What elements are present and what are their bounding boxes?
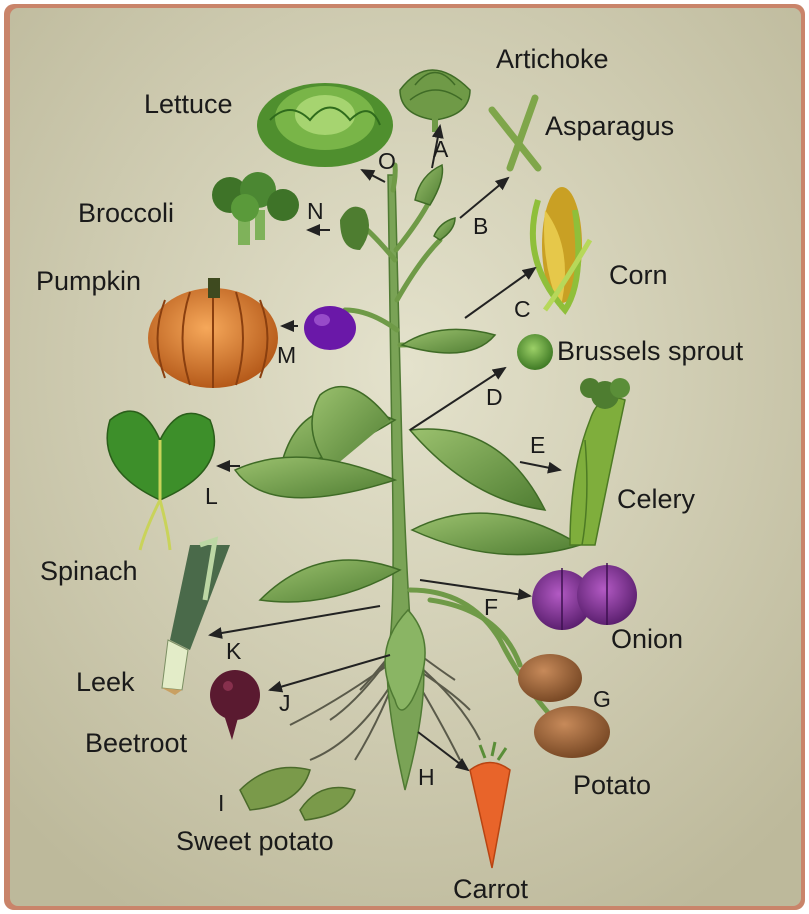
label-lettuce: Lettuce <box>144 91 233 118</box>
letter-f: F <box>484 596 498 619</box>
letter-j: J <box>279 692 291 715</box>
lettuce-image <box>257 83 393 167</box>
letter-e: E <box>530 434 545 457</box>
label-pumpkin: Pumpkin <box>36 268 141 295</box>
letter-k: K <box>226 640 241 663</box>
letter-m: M <box>277 344 296 367</box>
letter-b: B <box>473 215 488 238</box>
letter-o: O <box>378 150 396 173</box>
letter-a: A <box>433 138 448 161</box>
label-celery: Celery <box>617 486 695 513</box>
letter-h: H <box>418 766 435 789</box>
letter-l: L <box>205 485 218 508</box>
label-leek: Leek <box>76 669 135 696</box>
label-corn: Corn <box>609 262 668 289</box>
letter-n: N <box>307 200 324 223</box>
label-potato: Potato <box>573 772 651 799</box>
label-sweet-potato: Sweet potato <box>176 828 334 855</box>
letter-g: G <box>593 688 611 711</box>
purple-bud <box>304 306 356 350</box>
letter-d: D <box>486 386 503 409</box>
label-artichoke: Artichoke <box>496 46 609 73</box>
letter-i: I <box>218 792 224 815</box>
brussels-sprout-image <box>517 334 553 370</box>
label-carrot: Carrot <box>453 876 528 903</box>
label-asparagus: Asparagus <box>545 113 674 140</box>
letter-c: C <box>514 298 531 321</box>
label-beetroot: Beetroot <box>85 730 187 757</box>
label-onion: Onion <box>611 626 683 653</box>
label-brussels-sprout: Brussels sprout <box>557 338 743 365</box>
label-broccoli: Broccoli <box>78 200 174 227</box>
label-spinach: Spinach <box>40 558 138 585</box>
